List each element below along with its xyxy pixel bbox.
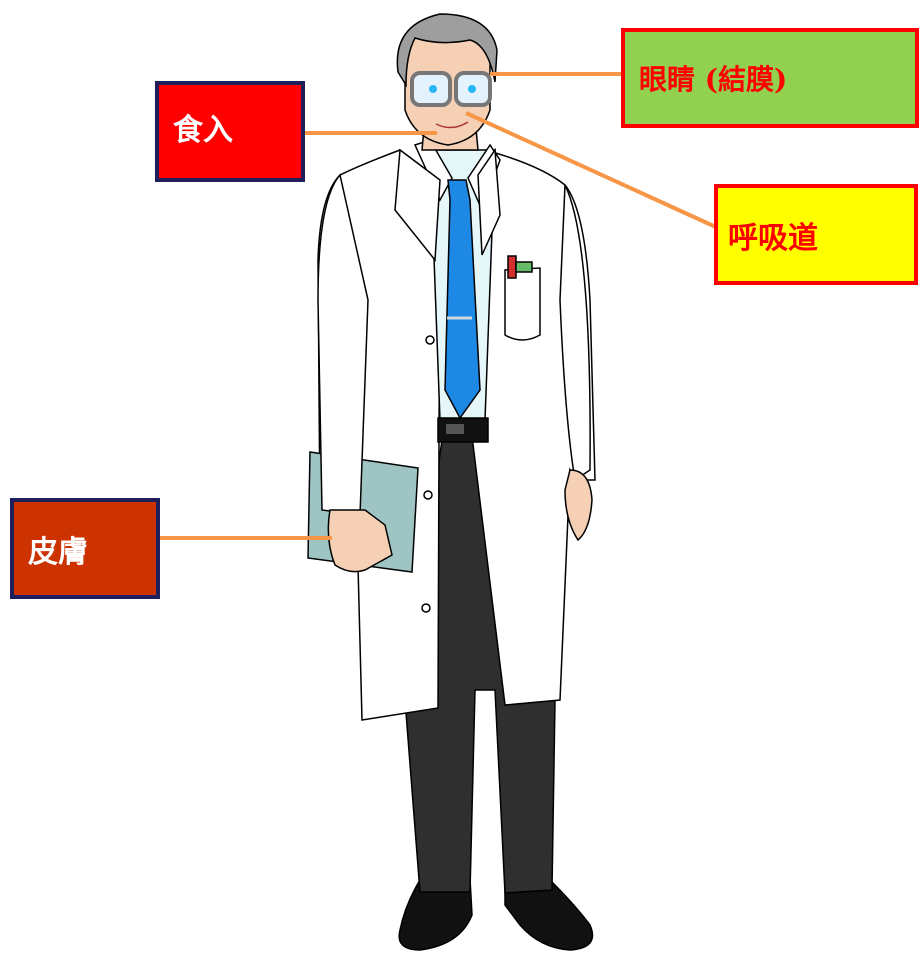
right-hand [565,470,592,540]
label-ingestion: 食入 [155,81,305,182]
label-skin-text: 皮膚 [28,527,88,571]
label-eyes-text: 眼睛 (結膜) [639,58,787,98]
label-respiratory-text: 呼吸道 [728,213,818,257]
label-ingestion-text: 食入 [173,105,233,149]
label-eyes: 眼睛 (結膜) [621,28,919,128]
label-skin: 皮膚 [10,498,160,599]
label-respiratory: 呼吸道 [714,184,918,285]
